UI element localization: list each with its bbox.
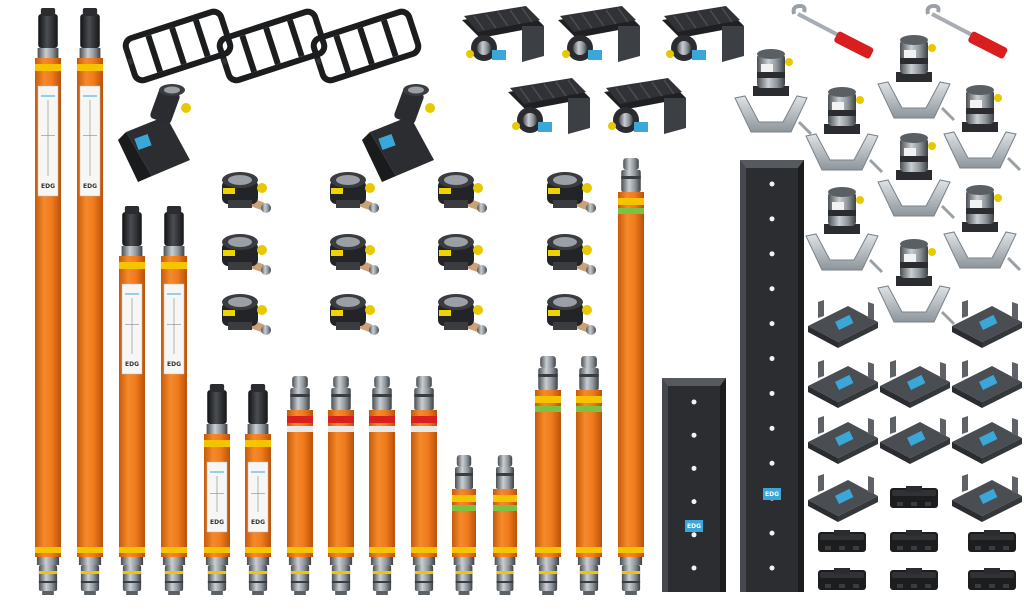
- base-plate: [952, 474, 1022, 522]
- brand-label: EDG: [251, 519, 265, 526]
- saddle-head: [604, 78, 686, 134]
- mini-pole: [452, 455, 476, 595]
- arm-clamp: [877, 133, 956, 220]
- long-pole: EDG: [77, 8, 103, 595]
- arm-clamp: [943, 85, 1022, 172]
- pole-clamp: [222, 234, 271, 275]
- rail-tag-label: EDG: [765, 491, 779, 498]
- mid-pole: [535, 356, 561, 595]
- pole-group: EDG EDG EDG EDG EDG EDG: [35, 8, 644, 595]
- arm-clamp: [877, 239, 956, 326]
- angle-mount-group: [118, 84, 435, 182]
- brand-label: EDG: [167, 361, 181, 368]
- rubber-foot: [890, 568, 938, 590]
- arm-clamp: [805, 187, 884, 274]
- arm-clamp: [877, 35, 956, 122]
- medium-pole: EDG: [161, 206, 187, 595]
- rail-tag-label: EDG: [687, 523, 701, 530]
- brand-label: EDG: [41, 183, 55, 190]
- mini-pole: [493, 455, 517, 595]
- base-plate: [808, 474, 878, 522]
- short-pole: EDG: [204, 384, 230, 595]
- hook-key: [925, 3, 1008, 59]
- base-plate: [808, 360, 878, 408]
- pole-clamp: [438, 172, 487, 213]
- pole-clamp-group: [222, 172, 596, 335]
- pole-clamp: [222, 172, 271, 213]
- base-plate: [952, 416, 1022, 464]
- pole-clamp: [330, 294, 379, 335]
- pole-clamp: [438, 294, 487, 335]
- brand-label: EDG: [125, 361, 139, 368]
- base-plate: [952, 300, 1022, 348]
- tube-connector: [287, 376, 313, 595]
- base-plate: [952, 360, 1022, 408]
- arm-clamp: [734, 49, 813, 136]
- pole-clamp: [547, 294, 596, 335]
- tube-connector: [411, 376, 437, 595]
- saddle-head: [662, 6, 744, 62]
- saddle-head: [508, 78, 590, 134]
- hook-key-group: [791, 3, 1008, 59]
- rubber-foot: [890, 530, 938, 552]
- ladder-frame: [216, 8, 328, 84]
- angle-mount: [362, 84, 435, 182]
- rubber-foot: [818, 530, 866, 552]
- base-plate: [808, 416, 878, 464]
- arm-clamp: [805, 87, 884, 174]
- mounting-rail: EDG: [740, 160, 804, 592]
- mounting-rail: EDG: [662, 378, 726, 592]
- pole-clamp: [547, 234, 596, 275]
- rubber-foot: [968, 568, 1016, 590]
- short-pole: EDG: [245, 384, 271, 595]
- tube-connector: [369, 376, 395, 595]
- pole-clamp: [438, 234, 487, 275]
- pole-clamp: [330, 234, 379, 275]
- arm-clamp-group: [734, 35, 1022, 326]
- tube-connector: [328, 376, 354, 595]
- tall-pole: [618, 158, 644, 595]
- rubber-foot-group: [818, 486, 1016, 590]
- angle-mount: [118, 84, 191, 182]
- saddle-head: [558, 6, 640, 62]
- base-plate: [880, 416, 950, 464]
- base-plate: [808, 300, 878, 348]
- brand-label: EDG: [83, 183, 97, 190]
- brand-label: EDG: [210, 519, 224, 526]
- ladder-frame: [310, 8, 422, 84]
- pole-clamp: [547, 172, 596, 213]
- medium-pole: EDG: [119, 206, 145, 595]
- mounting-rail-group: EDG EDG: [662, 160, 804, 592]
- hook-key: [791, 3, 874, 59]
- long-pole: EDG: [35, 8, 61, 595]
- rubber-foot: [968, 530, 1016, 552]
- base-plate-group: [808, 300, 1022, 522]
- rubber-foot: [818, 568, 866, 590]
- ladder-frame: [122, 8, 234, 84]
- pole-clamp: [222, 294, 271, 335]
- mid-pole: [576, 356, 602, 595]
- ladder-frame-group: [122, 8, 422, 84]
- base-plate: [880, 360, 950, 408]
- saddle-head: [462, 6, 544, 62]
- rubber-foot: [890, 486, 938, 508]
- arm-clamp: [943, 185, 1022, 272]
- saddle-head-group: [462, 6, 744, 134]
- pole-clamp: [330, 172, 379, 213]
